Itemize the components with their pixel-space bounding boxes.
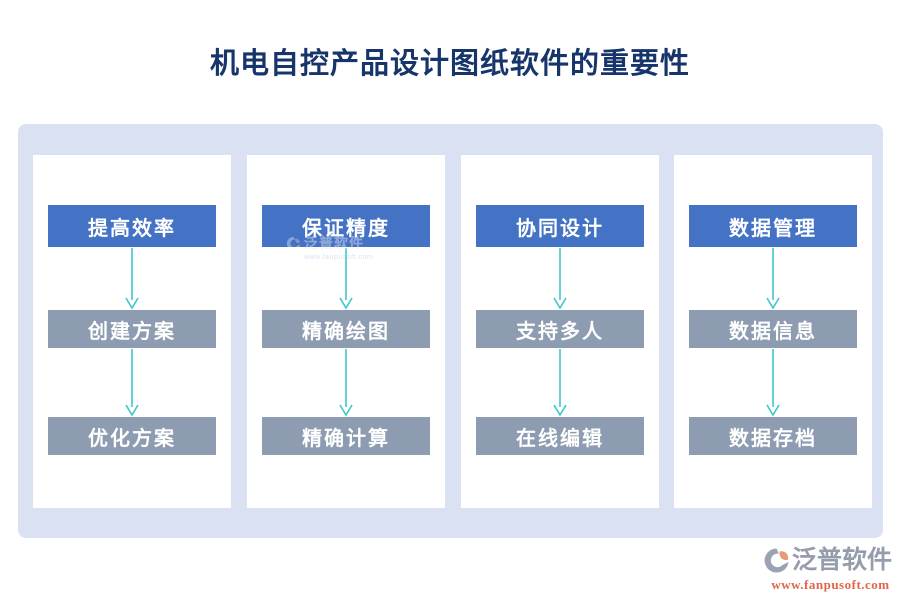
flow-item: 在线编辑 [476, 417, 644, 455]
down-arrow-icon [339, 248, 353, 310]
logo-url: www.fanpusoft.com [771, 577, 890, 592]
down-arrow-icon [125, 349, 139, 417]
logo-text: 泛普软件 [792, 547, 893, 574]
down-arrow-icon [766, 248, 780, 310]
flow-item: 精确绘图 [262, 310, 430, 348]
column-card-2: 保证精度 精确绘图 精确计算 [247, 155, 445, 508]
down-arrow-icon [553, 248, 567, 310]
flow-item: 数据存档 [689, 417, 857, 455]
column-card-3: 协同设计 支持多人 在线编辑 [461, 155, 659, 508]
fanpu-logo-icon [764, 548, 789, 573]
diagram-panel: 提高效率 创建方案 优化方案 保证精度 精确绘图 精 [18, 124, 883, 538]
down-arrow-icon [766, 349, 780, 417]
down-arrow-icon [339, 349, 353, 417]
flow-item: 数据信息 [689, 310, 857, 348]
column-card-1: 提高效率 创建方案 优化方案 [33, 155, 231, 508]
column-header: 协同设计 [476, 205, 644, 247]
down-arrow-icon [125, 248, 139, 310]
column-header: 提高效率 [48, 205, 216, 247]
flow-item: 优化方案 [48, 417, 216, 455]
column-header: 数据管理 [689, 205, 857, 247]
down-arrow-icon [553, 349, 567, 417]
flow-item: 支持多人 [476, 310, 644, 348]
flow-item: 精确计算 [262, 417, 430, 455]
page-title: 机电自控产品设计图纸软件的重要性 [209, 48, 690, 80]
column-header: 保证精度 [262, 205, 430, 247]
column-card-4: 数据管理 数据信息 数据存档 [674, 155, 872, 508]
fanpu-logo: 泛普软件 www.fanpusoft.com [763, 546, 898, 591]
flow-item: 创建方案 [48, 310, 216, 348]
